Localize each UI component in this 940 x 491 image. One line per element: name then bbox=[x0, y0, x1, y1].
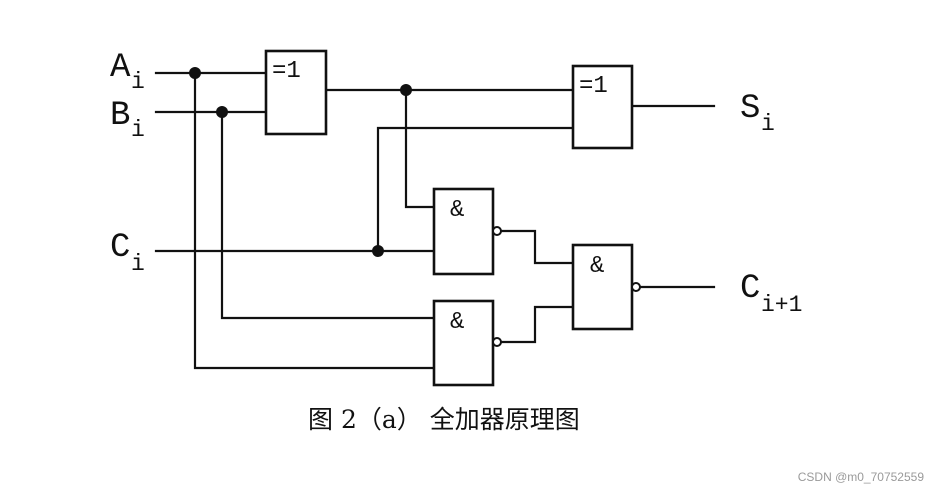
gate-nand2-inverter bbox=[492, 337, 502, 347]
gate-xor1-symbol: =1 bbox=[272, 58, 301, 85]
label-input-c-main: C bbox=[110, 229, 130, 267]
label-output-carry-sub: i+1 bbox=[761, 292, 802, 318]
wire-c-to-xor2 bbox=[376, 126, 575, 253]
label-input-a-main: A bbox=[110, 49, 131, 87]
gate-nand1-body bbox=[432, 187, 495, 276]
gate-nand3-symbol: & bbox=[590, 253, 604, 280]
gate-xor2-symbol: =1 bbox=[579, 73, 608, 100]
gate-nand3-body bbox=[571, 243, 634, 331]
junction-a bbox=[189, 67, 201, 79]
junctions bbox=[189, 67, 412, 257]
label-input-b-main: B bbox=[110, 97, 130, 135]
junction-b bbox=[216, 106, 228, 118]
label-input-a-sub: i bbox=[131, 69, 145, 95]
junction-c bbox=[372, 245, 384, 257]
watermark: CSDN @m0_70752559 bbox=[798, 470, 925, 484]
label-input-b-sub: i bbox=[131, 117, 145, 143]
wire-nand1-to-nand3 bbox=[498, 229, 575, 265]
wire-nand2-to-nand3 bbox=[498, 305, 575, 344]
label-input-b: B i bbox=[110, 97, 145, 143]
label-input-c-sub: i bbox=[131, 251, 145, 277]
gate-nand2-body bbox=[432, 299, 495, 387]
label-output-sum-sub: i bbox=[761, 111, 775, 137]
gate-nand2-symbol: & bbox=[450, 309, 464, 336]
gate-xor2: =1 bbox=[571, 64, 634, 150]
wire-b-branch-down bbox=[220, 110, 436, 320]
label-input-a: A i bbox=[110, 49, 145, 95]
junction-xor1-out bbox=[400, 84, 412, 96]
gate-nand2: & bbox=[432, 299, 502, 387]
wire-a-branch-down bbox=[193, 71, 436, 370]
gate-nand1-inverter bbox=[492, 226, 502, 236]
wires bbox=[154, 71, 716, 370]
wire-xor1-to-nand1 bbox=[404, 88, 436, 209]
gate-nand3-inverter bbox=[631, 282, 641, 292]
gate-xor1-body bbox=[264, 49, 328, 136]
gate-xor1: =1 bbox=[264, 49, 328, 136]
label-output-carry-main: C bbox=[740, 270, 760, 308]
label-output-carry: C i+1 bbox=[740, 270, 802, 318]
label-output-sum: S i bbox=[740, 90, 775, 137]
gate-nand1-symbol: & bbox=[450, 197, 464, 224]
figure-caption: 图 2（a） 全加器原理图 bbox=[308, 405, 580, 434]
label-output-sum-main: S bbox=[740, 90, 760, 128]
gate-xor2-body bbox=[571, 64, 634, 150]
gate-nand1: & bbox=[432, 187, 502, 276]
gate-nand3: & bbox=[571, 243, 641, 331]
label-input-c: C i bbox=[110, 229, 145, 277]
